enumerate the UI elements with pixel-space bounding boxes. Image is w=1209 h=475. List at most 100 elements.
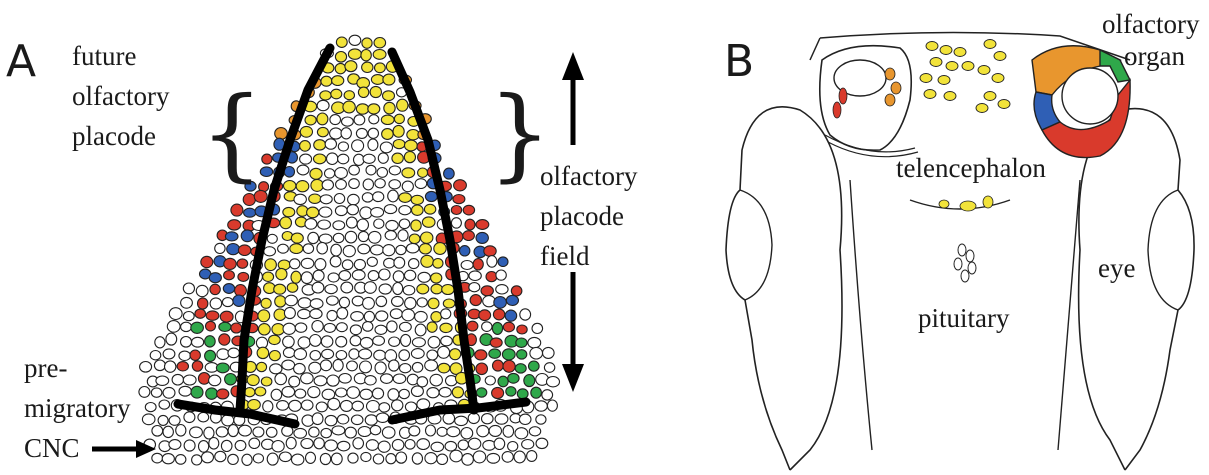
cell	[365, 415, 377, 425]
cell	[373, 336, 385, 345]
cell	[348, 49, 361, 59]
cell	[458, 440, 468, 450]
cell	[301, 400, 313, 410]
cell	[152, 453, 163, 463]
cell	[396, 452, 407, 463]
cell	[506, 387, 516, 396]
cell	[348, 194, 360, 205]
cell	[434, 243, 446, 255]
cell	[263, 272, 274, 281]
cell	[393, 125, 404, 137]
cell	[209, 273, 221, 283]
cell	[398, 230, 408, 241]
cell	[184, 412, 195, 423]
cell	[215, 243, 225, 253]
cell	[377, 168, 387, 178]
cell	[494, 297, 507, 309]
cell	[371, 75, 384, 85]
cell	[300, 141, 311, 152]
cell	[336, 351, 347, 360]
cell	[314, 140, 326, 150]
cell	[460, 246, 470, 256]
cell	[354, 115, 365, 125]
left-eye-outline	[726, 107, 842, 470]
cell	[263, 401, 273, 412]
cell	[531, 387, 542, 398]
cell	[321, 428, 332, 437]
cell	[522, 440, 534, 449]
cell	[327, 296, 339, 305]
cell	[428, 298, 439, 309]
cell	[305, 219, 317, 230]
cell	[327, 310, 337, 320]
panel-letter-b: B	[724, 40, 754, 84]
cell	[405, 402, 416, 412]
cell	[451, 206, 461, 215]
cell	[347, 387, 360, 399]
telencephalon-yellow-cell	[940, 46, 952, 55]
cell	[427, 350, 438, 360]
cell	[217, 349, 229, 360]
cell	[536, 415, 546, 424]
cell	[352, 140, 364, 152]
cell	[389, 180, 401, 189]
cell	[345, 231, 357, 243]
right-olfactory-pit	[1062, 68, 1118, 124]
cell	[402, 181, 413, 192]
cell	[341, 128, 351, 139]
cell	[298, 298, 311, 308]
cell	[261, 377, 272, 386]
cell	[314, 154, 326, 164]
cell	[496, 285, 508, 294]
cell	[417, 439, 430, 450]
cell	[345, 61, 357, 72]
cell	[345, 427, 356, 438]
ventral-yellow-cell-2	[960, 201, 976, 211]
cell	[388, 190, 399, 202]
telencephalon-yellow-cell	[984, 92, 996, 101]
cell	[271, 389, 282, 400]
cell	[317, 242, 328, 254]
cell	[325, 415, 337, 425]
cell	[386, 220, 398, 230]
cell	[517, 389, 528, 399]
cell	[482, 322, 492, 332]
cell	[282, 360, 295, 370]
cell	[406, 244, 419, 253]
cell	[215, 451, 226, 461]
cell	[258, 310, 270, 322]
cell	[400, 364, 411, 373]
cell	[181, 337, 192, 348]
pituitary-label: pituitary	[918, 302, 1009, 334]
cell	[356, 128, 367, 138]
cell	[393, 271, 404, 282]
cell	[224, 258, 236, 269]
telencephalon-yellow-cell	[920, 74, 932, 83]
cell	[210, 284, 220, 294]
cell	[352, 270, 365, 280]
eye-label: eye	[1098, 252, 1135, 284]
cell	[403, 286, 415, 295]
future-label-line-2: olfactory	[72, 80, 169, 112]
cell	[206, 388, 218, 399]
telencephalon-yellow-cell	[978, 66, 990, 75]
cell	[351, 415, 363, 425]
cell	[257, 347, 269, 358]
cell	[441, 309, 451, 319]
cell	[502, 349, 515, 360]
cell	[483, 440, 496, 450]
cell	[331, 89, 342, 99]
cell	[399, 219, 410, 229]
cell	[216, 427, 228, 437]
cell	[337, 323, 348, 332]
cell	[528, 337, 541, 348]
pituitary-cells	[954, 244, 976, 282]
field-label-line-3: field	[540, 240, 589, 272]
telencephalon-yellow-cell	[938, 76, 950, 85]
right-eye-inner-bulge	[1148, 190, 1178, 310]
cell	[516, 338, 527, 347]
telencephalon-yellow-cell	[962, 62, 974, 71]
cell	[529, 427, 540, 436]
cell	[368, 271, 379, 281]
cell	[405, 140, 418, 151]
